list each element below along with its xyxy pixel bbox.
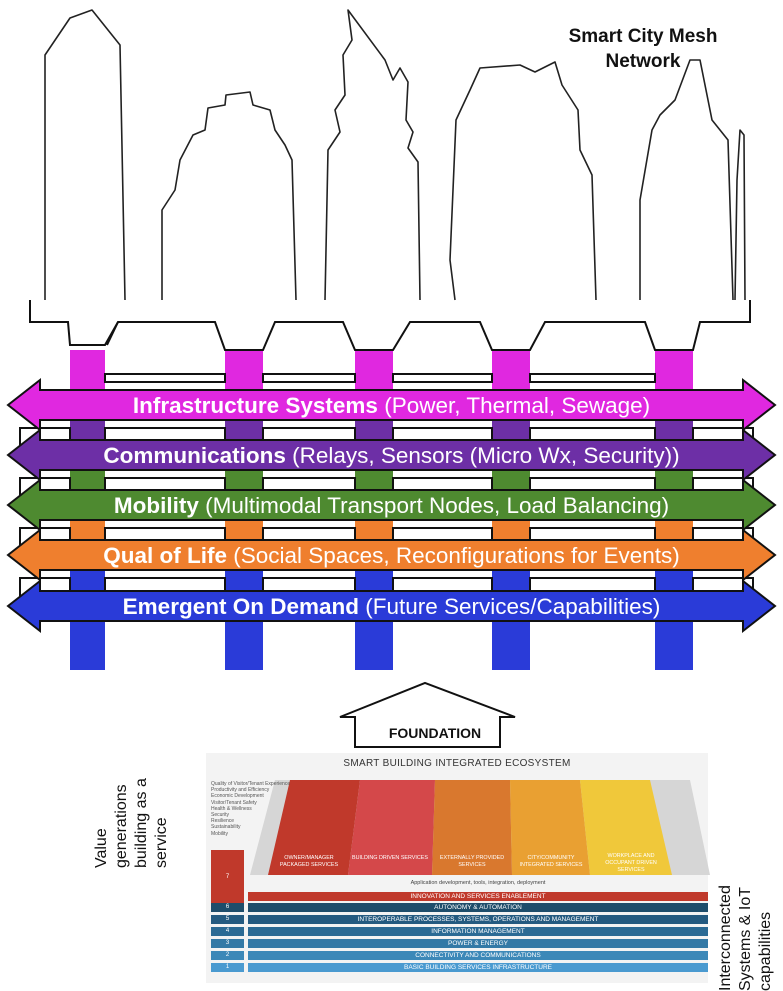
band-label-emergent: Emergent On Demand (Future Services/Capa… [24, 592, 759, 622]
band-bold: Infrastructure Systems [132, 393, 378, 418]
value-item: Sustainability [211, 824, 241, 831]
band-bold: Communications [103, 443, 286, 468]
band-arrow-infrastructure [6, 377, 777, 433]
city-skyline [44, 9, 746, 301]
layer-bar: POWER & ENERGY [248, 939, 708, 948]
band-label-mobility: Mobility (Multimodal Transport Nodes, Lo… [24, 491, 759, 521]
layer-bar: INTEROPERABLE PROCESSES, SYSTEMS, OPERAT… [248, 915, 708, 924]
tier-label: BUILDING DRIVEN SERVICES [352, 855, 428, 861]
app-dev-label: Application development, tools, integrat… [410, 880, 546, 886]
band-label-quality-of-life: Qual of Life (Social Spaces, Reconfigura… [24, 541, 759, 571]
diagram-title: Smart City Mesh Network [568, 26, 718, 72]
interconnected-systems-label: Interconnected Systems & IoT capabilitie… [716, 885, 776, 991]
tier-bar-4 [510, 780, 590, 875]
foundation-label: FOUNDATION [388, 725, 482, 741]
tier-bar-3 [432, 780, 512, 875]
building-3-outline [324, 9, 421, 301]
base-frame [29, 300, 751, 351]
value-item: Health & Wellness [211, 805, 252, 812]
value-label-line: Value [93, 828, 110, 868]
layer-bar: INNOVATION AND SERVICES ENABLEMENT [248, 892, 708, 901]
band-arrow-quality [6, 527, 777, 583]
pyramid-title: SMART BUILDING INTEGRATED ECOSYSTEM [343, 758, 571, 769]
band-bold: Mobility [113, 493, 199, 518]
layer-number: 7 [225, 874, 230, 880]
layer-bar: CONNECTIVITY AND COMMUNICATIONS [248, 951, 708, 960]
layer-bar: BASIC BUILDING SERVICES INFRASTRUCTURE [248, 963, 708, 972]
layer-number: 3 [211, 939, 244, 948]
value-item: Visitor/Tenant Safety [211, 799, 257, 806]
value-label-line: building as a [133, 778, 150, 868]
value-label-line: service [153, 817, 170, 868]
tier-label: CITY/COMMUNITY INTEGRATED SERVICES [519, 855, 583, 868]
band-bold: Emergent On Demand [122, 594, 359, 619]
tier-bar-5 [580, 780, 672, 875]
value-list: Quality of Visitor/Tenant Experience Pro… [211, 781, 321, 837]
value-item: Resilience [211, 818, 235, 825]
layer-number: 5 [211, 915, 244, 924]
value-item: Productivity and Efficiency [211, 787, 270, 794]
tier-label: EXTERNALLY PROVIDED SERVICES [439, 855, 505, 868]
layer-number: 4 [211, 927, 244, 936]
building-6-outline [734, 129, 746, 301]
value-item: Security [211, 812, 230, 819]
layer-number: 1 [211, 963, 244, 972]
band-bold: Qual of Life [103, 543, 228, 568]
layer-bar: INFORMATION MANAGEMENT [248, 927, 708, 936]
band-rest: (Power, Thermal, Sewage) [377, 393, 651, 418]
building-2-outline [161, 91, 297, 301]
layer-number: 2 [211, 951, 244, 960]
tier-bar-1 [268, 780, 360, 875]
building-5-outline [639, 59, 734, 301]
foundation-arrow [339, 681, 516, 748]
tier-label: OWNER/MANAGER PACKAGED SERVICES [279, 855, 339, 868]
band-arrows [6, 377, 777, 634]
tier-label: WORKPLACE AND OCCUPANT DRIVEN SERVICES [605, 853, 657, 873]
value-generation-label: Value generations building as a service [92, 778, 172, 868]
building-4-outline [449, 61, 597, 301]
band-arrow-emergent [6, 578, 777, 634]
band-label-infrastructure: Infrastructure Systems (Power, Thermal, … [24, 391, 759, 421]
tier-bar-2 [348, 780, 435, 875]
band-rest: (Relays, Sensors (Micro Wx, Security)) [285, 443, 680, 468]
band-label-communications: Communications (Relays, Sensors (Micro W… [24, 441, 759, 471]
band-rest: (Social Spaces, Reconfigurations for Eve… [227, 543, 680, 568]
systems-label-line: capabilities [757, 911, 774, 991]
systems-label-line: Systems & IoT [737, 886, 754, 991]
value-label-line: generations [113, 784, 130, 868]
band-arrow-mobility [6, 477, 777, 533]
building-1-outline [44, 9, 126, 301]
layer-number: 6 [211, 903, 244, 912]
value-item: Mobility [211, 830, 228, 837]
band-rest: (Future Services/Capabilities) [358, 594, 661, 619]
band-arrow-communications [6, 427, 777, 483]
layer-bar: AUTONOMY & AUTOMATION [248, 903, 708, 912]
value-item: Economic Development [211, 793, 264, 800]
band-rest: (Multimodal Transport Nodes, Load Balanc… [198, 493, 670, 518]
systems-label-line: Interconnected [717, 885, 734, 991]
value-item: Quality of Visitor/Tenant Experience [211, 781, 291, 787]
